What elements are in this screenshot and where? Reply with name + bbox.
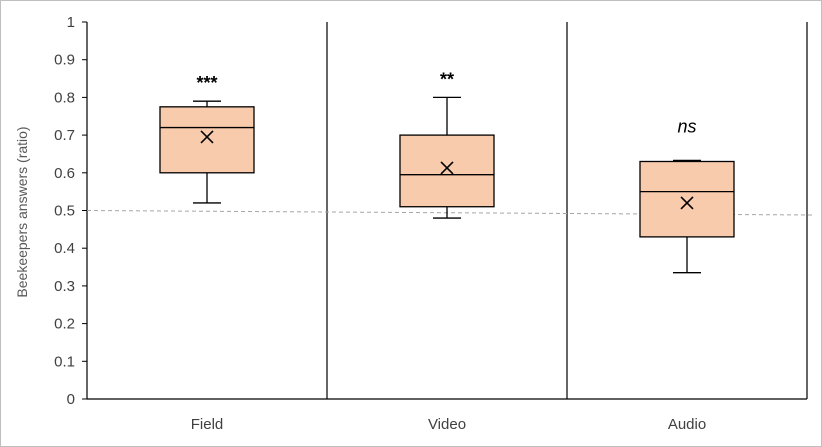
- mean-marker: [680, 196, 694, 210]
- y-tick-label: 0.7: [54, 127, 75, 144]
- x-category-label: Video: [428, 416, 466, 433]
- y-tick-label: 0.4: [54, 240, 75, 257]
- y-tick-label: 0.2: [54, 316, 75, 333]
- y-tick-label: 0.9: [54, 52, 75, 69]
- box-audio: ns: [639, 116, 735, 274]
- y-axis-ticks: 0 0.1 0.2 0.3 0.4 0.5 0.6 0.7 0.8 0.9 1: [54, 14, 88, 408]
- y-tick-label: 0.3: [54, 278, 75, 295]
- box-series: *****ns: [159, 69, 735, 274]
- y-tick-label: 0.1: [54, 353, 75, 370]
- x-category-label: Audio: [668, 416, 706, 433]
- box-video: **: [399, 69, 495, 219]
- y-axis-label: Beekeepers answers (ratio): [14, 126, 30, 297]
- significance-label: **: [440, 69, 454, 89]
- mean-marker: [440, 161, 454, 175]
- y-tick-label: 0.6: [54, 165, 75, 182]
- significance-label: ***: [196, 73, 217, 93]
- x-axis-categories: Field Video Audio: [191, 416, 706, 433]
- x-category-label: Field: [191, 416, 224, 433]
- reference-line-group: [86, 210, 816, 216]
- reference-line: [86, 210, 816, 216]
- panel-dividers: [87, 22, 808, 400]
- y-tick-label: 1: [67, 14, 75, 31]
- mean-marker: [200, 130, 214, 144]
- box-iqr: [399, 134, 495, 208]
- box-iqr: [159, 106, 255, 174]
- y-tick-label: 0.8: [54, 89, 75, 106]
- box-iqr: [639, 160, 735, 238]
- significance-label: ns: [677, 116, 696, 136]
- y-tick-label: 0.5: [54, 203, 75, 220]
- y-tick-label: 0: [67, 391, 75, 408]
- box-field: ***: [159, 73, 255, 204]
